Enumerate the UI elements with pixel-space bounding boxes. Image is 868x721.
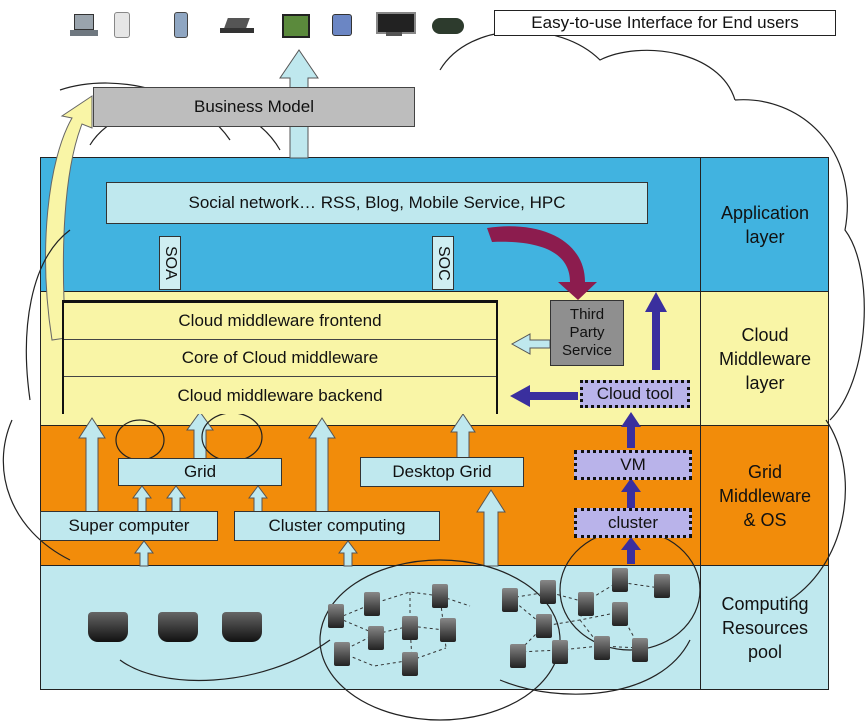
soa-label: SOA bbox=[159, 236, 181, 290]
cluster-node-icon bbox=[612, 568, 628, 592]
cluster-node-icon bbox=[536, 614, 552, 638]
cluster-node-icon bbox=[510, 644, 526, 668]
server-icon bbox=[158, 612, 198, 642]
cluster-box: cluster bbox=[574, 508, 692, 538]
application-layer-label: Application layer bbox=[700, 157, 829, 292]
game-controller-icon bbox=[432, 18, 464, 34]
cluster-node-icon bbox=[502, 588, 518, 612]
grid-box: Grid bbox=[118, 458, 282, 486]
ipod-icon bbox=[114, 12, 130, 38]
cluster-node-icon bbox=[612, 602, 628, 626]
device-icon-row bbox=[70, 8, 480, 38]
soc-label: SOC bbox=[432, 236, 454, 290]
dark-arrows bbox=[510, 292, 667, 564]
cluster-node-icon bbox=[440, 618, 456, 642]
monitor-icon bbox=[376, 12, 416, 36]
end-user-label: Easy-to-use Interface for End users bbox=[494, 10, 836, 36]
vm-box: VM bbox=[574, 450, 692, 480]
super-computer-box: Super computer bbox=[40, 511, 218, 541]
left-curved-arrow bbox=[45, 95, 93, 341]
server-icon bbox=[222, 612, 262, 642]
cluster-node-icon bbox=[540, 580, 556, 604]
laptop-icon bbox=[220, 18, 254, 34]
cluster-computing-box: Cluster computing bbox=[234, 511, 440, 541]
cluster-node-icon bbox=[632, 638, 648, 662]
business-model-box: Business Model bbox=[93, 87, 415, 127]
desktop-grid-box: Desktop Grid bbox=[360, 457, 524, 487]
middleware-backend-row: Cloud middleware backend bbox=[64, 377, 496, 414]
cluster-node-icon bbox=[594, 636, 610, 660]
pda-icon bbox=[332, 14, 352, 36]
server-icon bbox=[88, 612, 128, 642]
grid-layer-label: Grid Middleware & OS bbox=[700, 425, 829, 566]
cluster-node-icon bbox=[402, 616, 418, 640]
application-services-box: Social network… RSS, Blog, Mobile Servic… bbox=[106, 182, 648, 224]
resources-layer-label: Computing Resources pool bbox=[700, 565, 829, 690]
third-party-service-box: Third Party Service bbox=[550, 300, 624, 366]
cluster-node-icon bbox=[334, 642, 350, 666]
mobile-phone-icon bbox=[174, 12, 188, 38]
middleware-core-row: Core of Cloud middleware bbox=[64, 340, 496, 377]
middleware-layer-label: Cloud Middleware layer bbox=[700, 291, 829, 426]
cluster-node-icon bbox=[432, 584, 448, 608]
cluster-node-icon bbox=[552, 640, 568, 664]
cluster-node-icon bbox=[328, 604, 344, 628]
tablet-icon bbox=[282, 14, 310, 38]
curved-arrow bbox=[487, 226, 597, 300]
cluster-node-icon bbox=[402, 652, 418, 676]
cluster-node-icon bbox=[578, 592, 594, 616]
middleware-frontend-row: Cloud middleware frontend bbox=[64, 303, 496, 340]
cluster-node-icon bbox=[364, 592, 380, 616]
cluster-node-icon bbox=[368, 626, 384, 650]
cluster-node-icon bbox=[654, 574, 670, 598]
desktop-pc-icon bbox=[70, 14, 104, 36]
cloud-tool-box: Cloud tool bbox=[580, 380, 690, 408]
